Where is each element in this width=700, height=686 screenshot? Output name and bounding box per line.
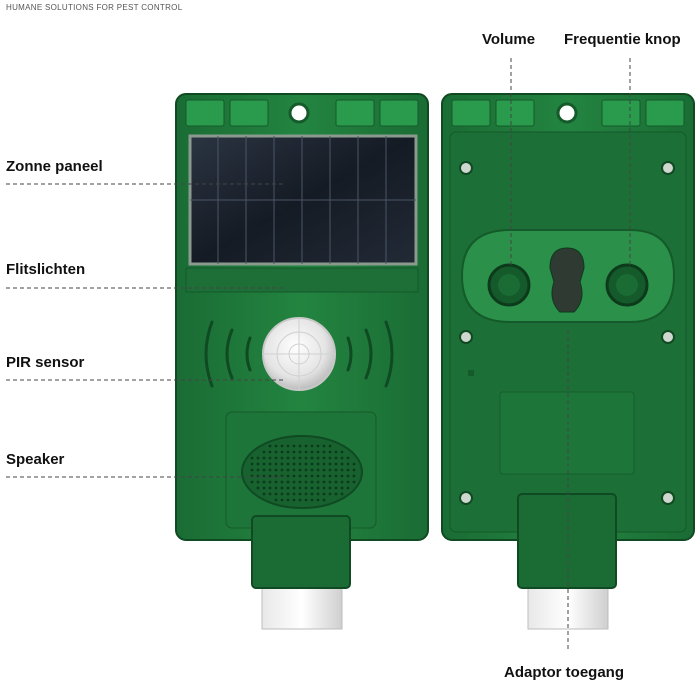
label-speaker: Speaker xyxy=(6,451,65,468)
mount-keyhole xyxy=(549,247,585,313)
callout-lines xyxy=(6,58,631,652)
front-device xyxy=(175,93,429,630)
back-top-ribs xyxy=(451,99,685,127)
indicator-dot xyxy=(468,370,474,376)
solar-grid xyxy=(190,136,416,264)
back-device xyxy=(441,93,695,630)
brand-tagline: HUMANE SOLUTIONS FOR PEST CONTROL xyxy=(6,3,183,12)
front-stake xyxy=(261,584,343,630)
front-adapter-plug xyxy=(251,515,351,589)
pir-lens-facets xyxy=(263,318,335,390)
back-hanging-hole xyxy=(556,102,578,124)
label-pir-sensor: PIR sensor xyxy=(6,354,85,371)
back-adapter-plug xyxy=(517,493,617,589)
label-flash-lights: Flitslichten xyxy=(6,261,86,278)
battery-cover xyxy=(499,391,635,475)
label-solar-panel: Zonne paneel xyxy=(6,158,103,175)
frequency-knob-cap xyxy=(616,274,638,296)
volume-knob-cap xyxy=(498,274,520,296)
flash-light-window xyxy=(185,267,419,293)
front-top-ribs xyxy=(185,99,419,127)
label-adapter-access: Adaptor toegang xyxy=(504,664,624,681)
speaker-grille xyxy=(241,435,363,509)
label-volume: Volume xyxy=(482,31,536,48)
speaker-holes xyxy=(250,444,356,502)
label-frequency-knob: Frequentie knop xyxy=(564,31,681,48)
front-hanging-hole xyxy=(288,102,310,124)
